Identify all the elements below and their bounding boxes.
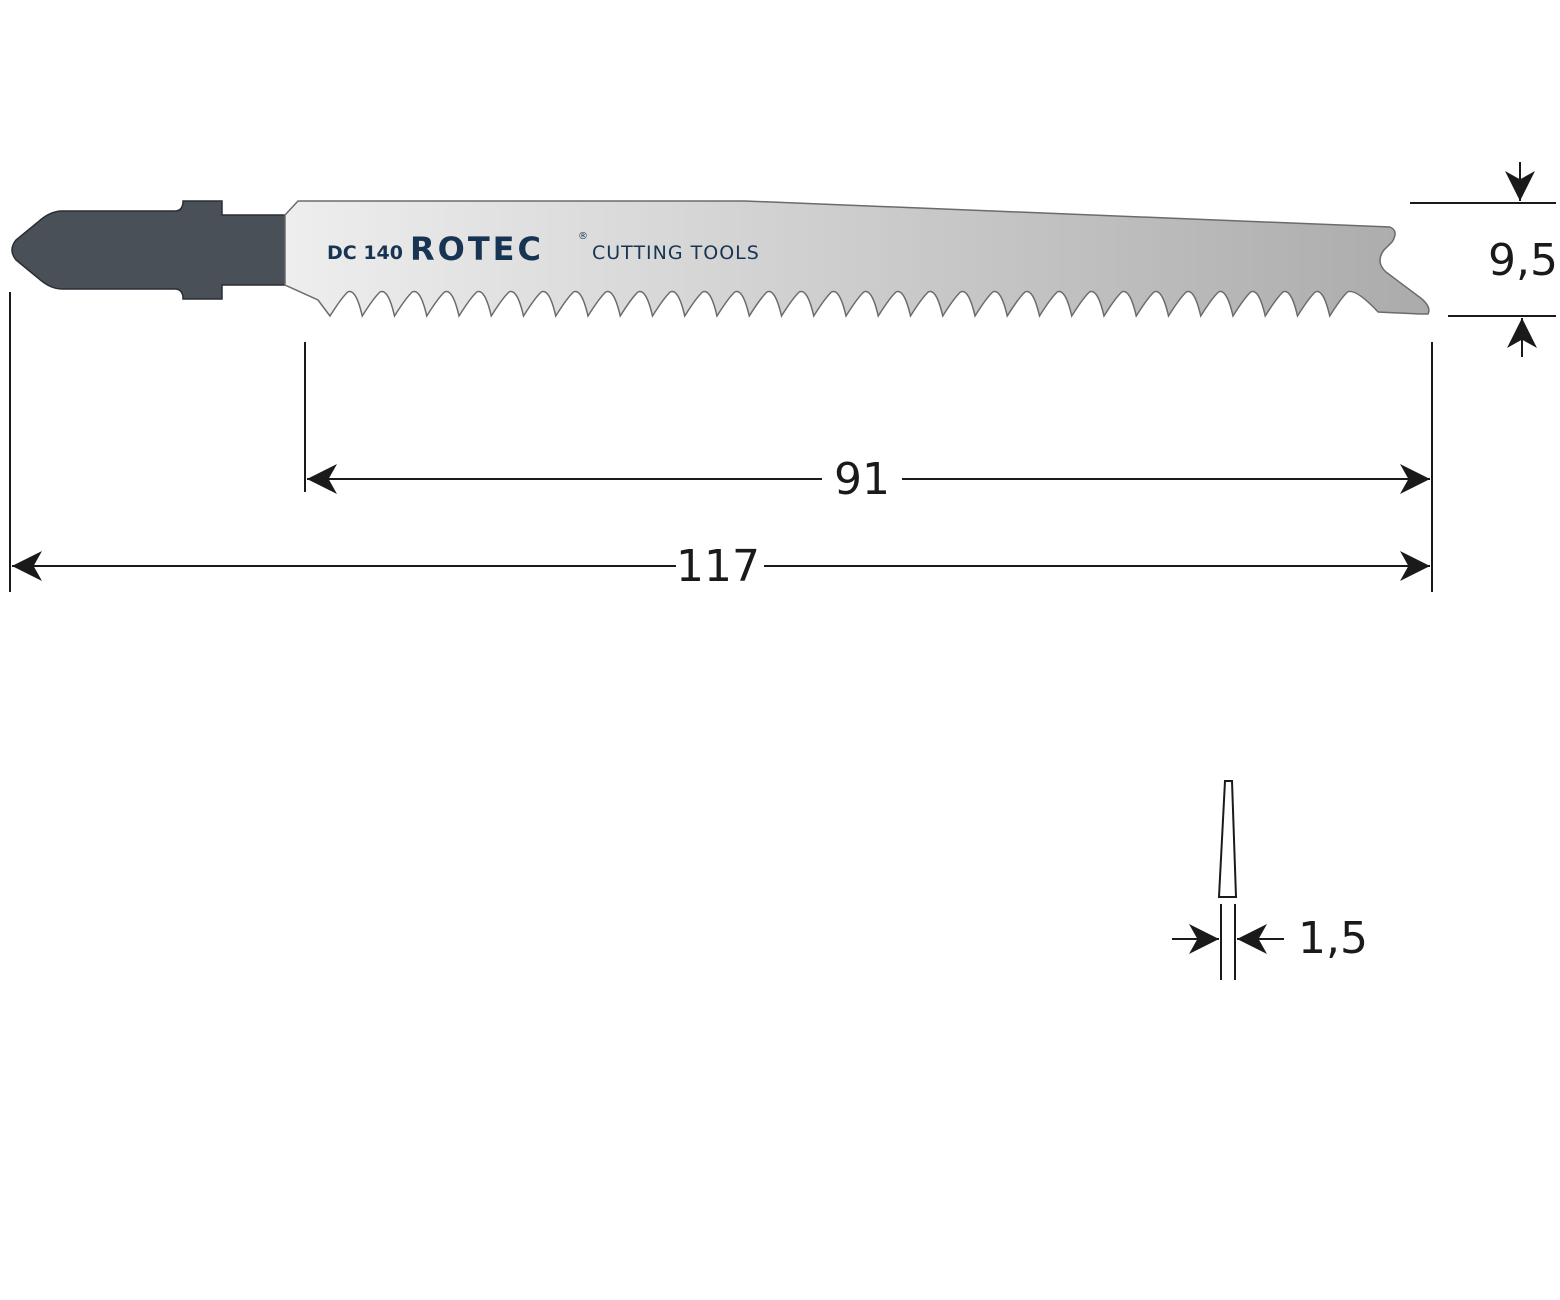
total-length-value: 117 [676, 541, 760, 592]
cutting-length-value: 91 [834, 454, 890, 505]
total-length-dimension: 117 [9, 292, 1430, 592]
blade-model-label: DC 140 [327, 242, 403, 264]
brand-registered-mark: ® [578, 231, 588, 242]
width-dimension: 9,5 [1410, 162, 1558, 357]
blade-thickness-value: 1,5 [1298, 913, 1368, 964]
blade-body [284, 200, 1430, 318]
brand-tagline: CUTTING TOOLS [592, 242, 760, 264]
blade-shank [11, 200, 286, 300]
cutting-length-dimension: 91 [304, 342, 1433, 592]
blade-cross-section [1217, 780, 1238, 898]
blade-width-value: 9,5 [1488, 235, 1558, 286]
brand-logo: ROTEC [410, 230, 544, 268]
thickness-dimension: 1,5 [1172, 780, 1368, 980]
